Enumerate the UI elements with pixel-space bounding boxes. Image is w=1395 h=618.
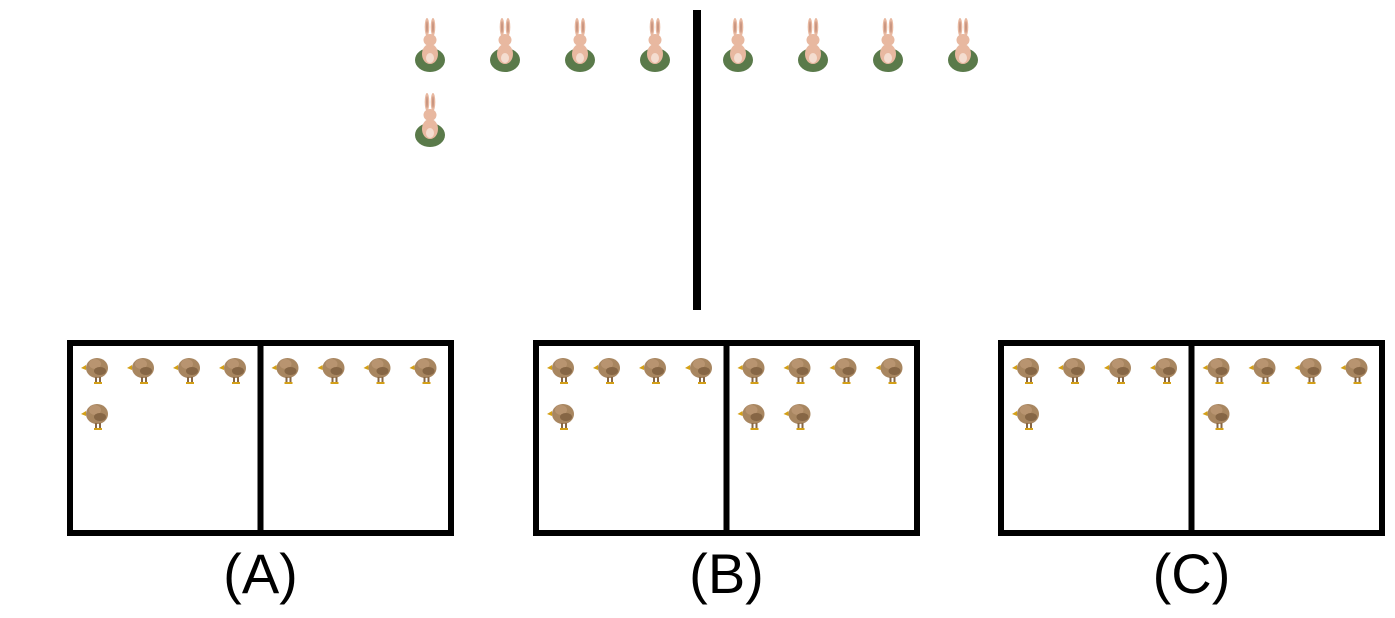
bird-icon: [874, 357, 904, 384]
bird-icon: [1293, 357, 1323, 384]
bird-icon: [1149, 357, 1178, 384]
bird-icon: [80, 357, 109, 384]
option-box[interactable]: (B): [533, 340, 920, 605]
bird-icon: [1339, 357, 1369, 384]
bird-icon: [1201, 403, 1231, 430]
answer-options: (A) (B) (C): [67, 340, 1385, 605]
bird-icon: [828, 357, 858, 384]
rabbit-icon: [565, 18, 595, 72]
rabbit-icon: [415, 18, 445, 72]
bird-icon: [362, 357, 392, 384]
rabbit-icon: [798, 18, 828, 72]
bird-icon: [546, 357, 575, 384]
bird-icon: [592, 357, 621, 384]
bird-icon: [736, 403, 766, 430]
bird-icon: [126, 357, 155, 384]
bird-icon: [546, 403, 575, 430]
bird-icon: [408, 357, 438, 384]
bird-icon: [782, 403, 812, 430]
bird-icon: [1011, 357, 1040, 384]
bird-icon: [270, 357, 300, 384]
bird-icon: [316, 357, 346, 384]
option-label: (C): [1153, 542, 1231, 605]
rabbit-icon: [723, 18, 753, 72]
bird-icon: [1057, 357, 1086, 384]
option-label: (B): [689, 542, 764, 605]
bird-icon: [684, 357, 713, 384]
bird-icon: [782, 357, 812, 384]
bird-icon: [1011, 403, 1040, 430]
bird-icon: [638, 357, 667, 384]
rabbit-icon: [948, 18, 978, 72]
bird-icon: [218, 357, 247, 384]
option-box[interactable]: (C): [998, 340, 1385, 605]
rabbit-icon: [640, 18, 670, 72]
option-label: (A): [223, 542, 298, 605]
bird-icon: [172, 357, 201, 384]
bird-icon: [736, 357, 766, 384]
bird-icon: [1201, 357, 1231, 384]
rabbit-icon: [415, 93, 445, 147]
rabbit-icon: [873, 18, 903, 72]
bird-icon: [1247, 357, 1277, 384]
option-box[interactable]: (A): [67, 340, 454, 605]
bird-icon: [1103, 357, 1132, 384]
rabbit-icon: [490, 18, 520, 72]
bird-icon: [80, 403, 109, 430]
